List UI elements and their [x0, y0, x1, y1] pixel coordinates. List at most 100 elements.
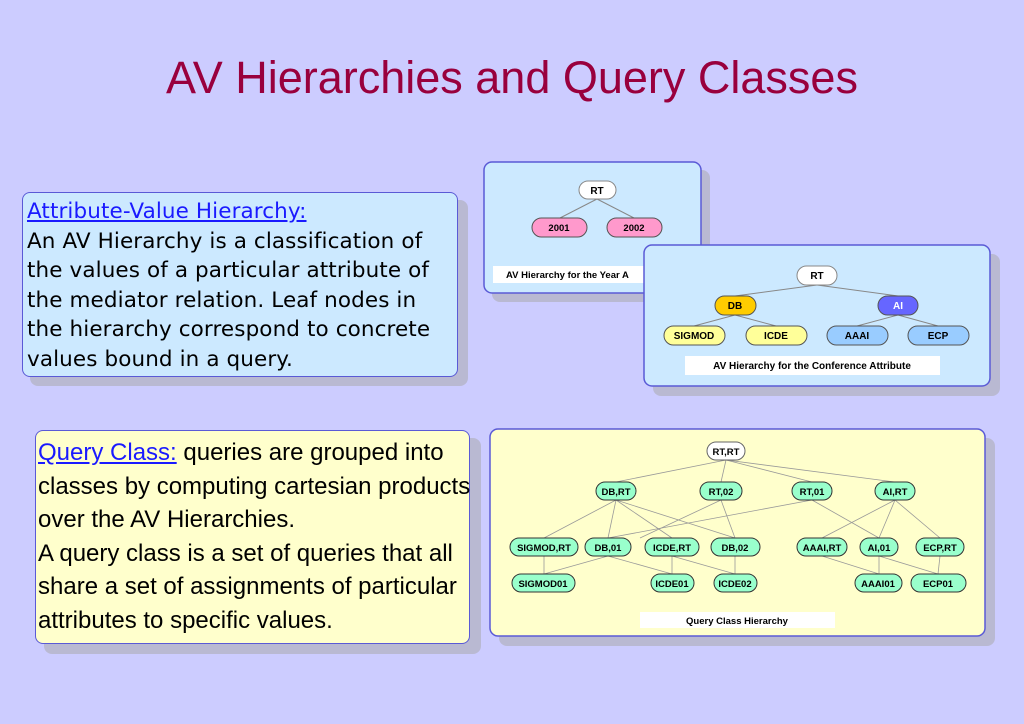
qc-node: [584, 537, 632, 557]
qc-node-label: ECP,RT: [923, 543, 957, 554]
qc-body-first: queries are grouped into classes by comp…: [38, 439, 471, 533]
qc-node-label: ICDE02: [718, 579, 751, 590]
qc-node: [509, 537, 579, 557]
qc-edge: [878, 499, 896, 539]
qc-node: [644, 537, 700, 557]
qc-node-label: DB,RT: [601, 487, 630, 498]
page-title: AV Hierarchies and Query Classes: [166, 52, 858, 103]
conf-root-label: RT: [810, 271, 823, 282]
conf-node-icde: [745, 325, 808, 346]
av-heading: Attribute-Value Hierarchy:: [27, 199, 307, 224]
year-root-label: RT: [590, 186, 603, 197]
year-root-node: [578, 180, 617, 200]
qc-edge: [615, 499, 736, 539]
year-edge-left: [559, 198, 598, 219]
conf-node-db: [714, 295, 757, 316]
query-class-box: [35, 430, 470, 644]
year-node-2001: [531, 217, 588, 238]
conf-node-ai: [877, 295, 919, 316]
qc-edge: [894, 499, 941, 539]
qc-node-label: SIGMOD01: [518, 579, 568, 590]
qc-node: [710, 537, 761, 557]
qc-edge: [720, 499, 736, 539]
conf-node-aaai: [826, 325, 889, 346]
conf-caption-bg: [685, 356, 940, 375]
qc-node: [595, 481, 637, 501]
conference-tree-panel: [643, 244, 991, 387]
qc-node: [874, 481, 916, 501]
conf-node-db-label: DB: [728, 301, 742, 312]
qc-node: [650, 573, 695, 593]
year-node-2002: [606, 217, 663, 238]
qc-edge: [821, 555, 880, 575]
qc-node: [915, 537, 965, 557]
qc-edge: [821, 499, 896, 539]
qc-node: [713, 573, 758, 593]
conf-edge: [734, 284, 818, 297]
qc-heading: Query Class:: [38, 439, 177, 466]
qc-edge: [607, 499, 617, 539]
conf-node-sigmod: [663, 325, 726, 346]
qc-node: [796, 537, 848, 557]
qc-caption-bg: [640, 612, 835, 628]
year-node-2002-label: 2002: [623, 223, 644, 234]
qc-node-label: AAAI,RT: [803, 543, 842, 554]
qc-node: [511, 573, 576, 593]
qc-node-label: AAAI01: [861, 579, 896, 590]
conf-node-icde-label: ICDE: [764, 331, 788, 342]
qc-node-label: ECP01: [923, 579, 954, 590]
qc-edge: [543, 555, 609, 575]
qc-node: [854, 573, 903, 593]
conf-caption: AV Hierarchy for the Conference Attribut…: [713, 361, 911, 372]
av-definition-text: Attribute-Value Hierarchy: An AV Hierarc…: [27, 197, 455, 374]
qc-edge: [725, 459, 813, 483]
year-caption: AV Hierarchy for the Year A: [506, 270, 629, 281]
qc-body-second: A query class is a set of queries that a…: [38, 539, 457, 634]
qc-edge: [937, 555, 941, 575]
qc-node: [699, 481, 743, 501]
qc-edge: [607, 499, 813, 539]
conf-node-ecp: [907, 325, 970, 346]
av-body: An AV Hierarchy is a classification of t…: [27, 228, 431, 372]
year-edge-right: [596, 198, 635, 219]
av-definition-box: [22, 192, 458, 377]
qc-root-node: [706, 441, 746, 461]
conf-edge: [856, 314, 899, 327]
conf-edge: [734, 314, 777, 327]
qc-node: [910, 573, 967, 593]
query-class-text: Query Class: queries are grouped into cl…: [38, 436, 472, 637]
conf-node-sigmod-label: SIGMOD: [674, 331, 715, 342]
year-node-2001-label: 2001: [548, 223, 570, 234]
qc-node-label: AI,01: [868, 543, 891, 554]
qc-edge: [725, 459, 896, 483]
qc-edge: [720, 459, 727, 483]
qc-edge: [811, 499, 880, 539]
qc-node-label: SIGMOD,RT: [517, 543, 571, 554]
qc-node: [791, 481, 833, 501]
conf-edge: [897, 314, 939, 327]
qc-node-label: RT,02: [709, 487, 734, 498]
qc-caption: Query Class Hierarchy: [686, 616, 789, 627]
qc-node-label: AI,RT: [883, 487, 908, 498]
qc-node-label: RT,01: [800, 487, 826, 498]
qc-node-label: ICDE,RT: [653, 543, 691, 554]
conf-node-ai-label: AI: [893, 301, 903, 312]
qc-node-label: DB,01: [595, 543, 623, 554]
qc-edges: [543, 459, 941, 575]
conf-root-node: [796, 265, 838, 286]
conf-node-ecp-label: ECP: [928, 331, 949, 342]
qc-node: [859, 537, 899, 557]
year-caption-bg: [493, 266, 653, 283]
conf-node-aaai-label: AAAI: [845, 331, 870, 342]
conf-edge: [693, 314, 736, 327]
qc-root-label: RT,RT: [713, 447, 740, 458]
qc-edge: [639, 499, 722, 539]
qc-node-label: DB,02: [722, 543, 749, 554]
qc-edge: [615, 499, 673, 539]
qc-edge: [607, 555, 673, 575]
qc-edge: [878, 555, 939, 575]
qc-edge: [671, 555, 736, 575]
qc-edge: [615, 459, 727, 483]
conf-edge: [816, 284, 899, 297]
